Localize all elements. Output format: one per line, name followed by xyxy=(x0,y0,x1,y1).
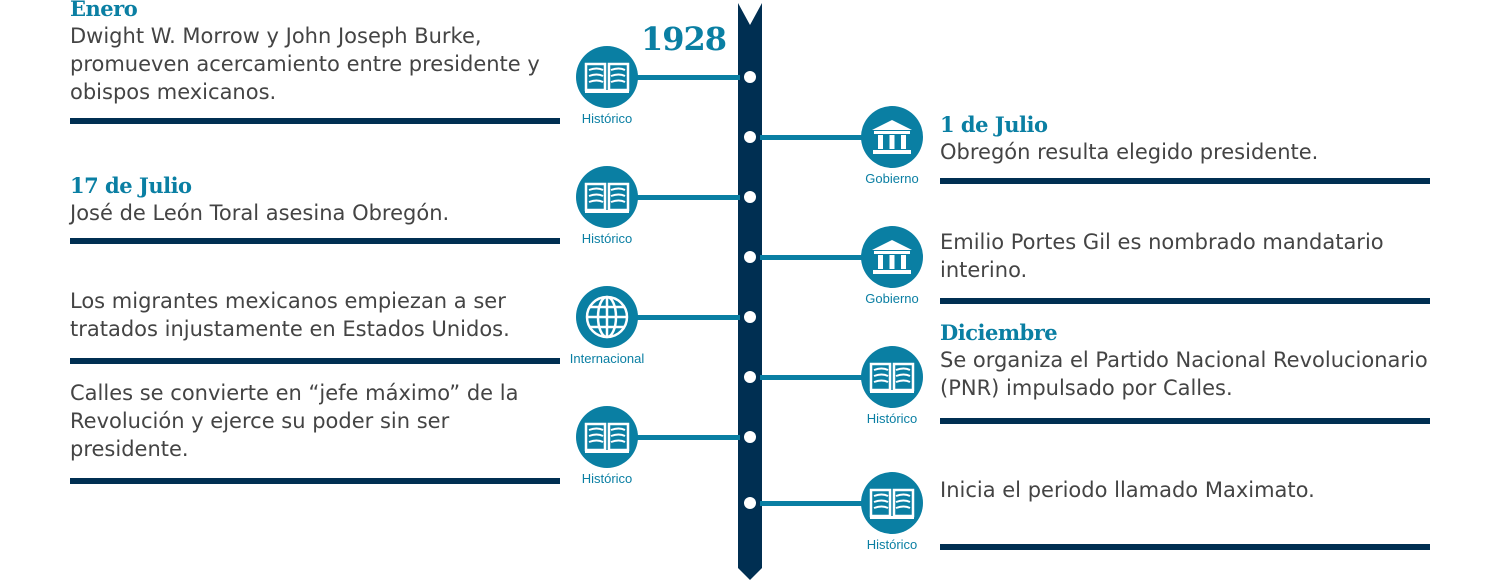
globe-icon xyxy=(576,286,638,348)
event-description: Inicia el periodo llamado Maximato. xyxy=(940,478,1315,502)
category-label: Gobierno xyxy=(865,171,919,186)
timeline-dot xyxy=(744,191,756,203)
event-description: Obregón resulta elegido presidente. xyxy=(940,140,1319,164)
timeline-dot xyxy=(744,431,756,443)
event-underline xyxy=(70,238,560,244)
timeline-dot xyxy=(744,371,756,383)
connector-line xyxy=(637,315,740,320)
event-heading: Diciembre xyxy=(940,320,1058,345)
timeline-spine xyxy=(738,3,762,580)
timeline-dot xyxy=(744,251,756,263)
event-heading: Enero xyxy=(70,0,138,21)
category-label: Histórico xyxy=(581,231,633,246)
event-description: Los migrantes mexicanos empiezan a ser t… xyxy=(70,289,510,341)
connector-line xyxy=(760,255,862,260)
category-label: Histórico xyxy=(581,471,633,486)
event-underline xyxy=(70,118,560,124)
connector-line xyxy=(637,195,740,200)
category-label: Histórico xyxy=(866,537,918,552)
event-text: Diciembre Se organiza el Partido Nacional… xyxy=(940,320,1430,402)
book-icon xyxy=(576,166,638,228)
event-underline xyxy=(940,178,1430,184)
event-underline xyxy=(940,298,1430,304)
timeline-dot xyxy=(744,311,756,323)
event-heading: 1 de Julio xyxy=(940,112,1048,137)
government-building-icon xyxy=(861,226,923,288)
timeline-dot xyxy=(744,131,756,143)
event-text: Calles se convierte en “jefe máximo” de … xyxy=(70,379,560,463)
event-underline xyxy=(70,478,560,484)
book-icon xyxy=(861,346,923,408)
connector-line xyxy=(760,135,862,140)
event-description: Calles se convierte en “jefe máximo” de … xyxy=(70,381,519,461)
event-underline xyxy=(940,418,1430,424)
event-description: Se organiza el Partido Nacional Revoluci… xyxy=(940,348,1428,400)
year-label: 1928 xyxy=(641,20,727,58)
event-text: Inicia el periodo llamado Maximato. xyxy=(940,476,1430,504)
event-text: Emilio Portes Gil es nombrado mandatario… xyxy=(940,228,1430,284)
category-label: Gobierno xyxy=(865,291,919,306)
category-label: Histórico xyxy=(866,411,918,426)
book-icon xyxy=(576,406,638,468)
connector-line xyxy=(637,75,740,80)
category-label: Internacional xyxy=(569,351,645,366)
category-label: Histórico xyxy=(581,111,633,126)
government-building-icon xyxy=(861,106,923,168)
event-underline xyxy=(940,544,1430,550)
timeline-dot xyxy=(744,497,756,509)
connector-line xyxy=(760,375,862,380)
book-icon xyxy=(576,46,638,108)
event-description: Dwight W. Morrow y John Joseph Burke, pr… xyxy=(70,24,540,104)
connector-line xyxy=(760,501,862,506)
event-description: Emilio Portes Gil es nombrado mandatario… xyxy=(940,230,1384,282)
book-icon xyxy=(861,472,923,534)
timeline-dot xyxy=(744,71,756,83)
connector-line xyxy=(637,435,740,440)
event-underline xyxy=(70,358,560,364)
event-text: Los migrantes mexicanos empiezan a ser t… xyxy=(70,287,560,343)
event-heading: 17 de Julio xyxy=(70,173,192,198)
event-description: José de León Toral asesina Obregón. xyxy=(70,201,450,225)
